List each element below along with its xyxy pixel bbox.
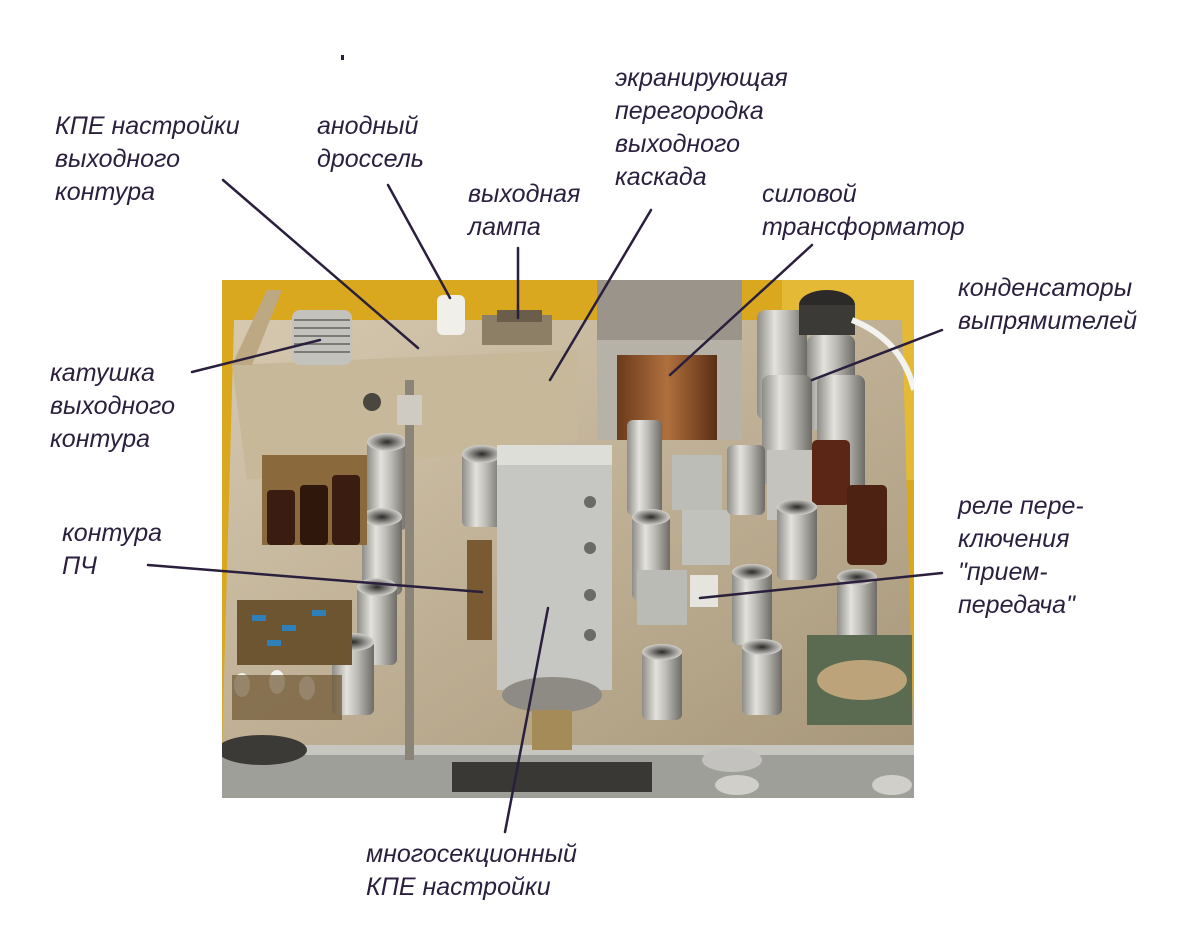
tube-shield xyxy=(367,433,407,530)
chassis-photo xyxy=(222,280,914,798)
tube-shield xyxy=(777,499,817,580)
label-line: экранирующая xyxy=(615,64,788,92)
label-line: выпрямителей xyxy=(958,307,1138,335)
label-line: контура xyxy=(50,425,151,453)
label-line: ключения xyxy=(958,525,1070,553)
label-line: лампа xyxy=(468,213,541,241)
tube-shield xyxy=(462,445,502,527)
label-line: выходная xyxy=(468,180,581,208)
label-multi-section-kpe: многосекционный КПЕ настройки xyxy=(366,838,577,904)
tube-shield xyxy=(727,445,765,515)
label-power-transformer: силовой трансформатор xyxy=(762,178,965,244)
tube-shield xyxy=(732,564,772,645)
label-if-circuits: контура ПЧ xyxy=(62,517,162,583)
label-line: конденсаторы xyxy=(958,274,1133,302)
label-line: перегородка xyxy=(615,97,764,125)
tube-shield xyxy=(627,420,662,515)
multi-section-capacitor xyxy=(497,445,612,690)
output-coil-part xyxy=(292,310,352,365)
label-line: реле пере- xyxy=(958,492,1084,520)
tube-shield xyxy=(742,639,782,715)
label-line: выходного xyxy=(50,392,175,420)
label-output-tube: выходная лампа xyxy=(468,178,580,244)
label-line: контура xyxy=(62,519,163,547)
label-line: многосекционный xyxy=(366,840,577,868)
label-kpe-output-tuning: КПЕ настройки выходного контура xyxy=(55,110,240,209)
tube-shield xyxy=(837,569,877,645)
label-anode-choke: анодный дроссель xyxy=(317,110,424,176)
label-line: контура xyxy=(55,178,156,206)
label-line: катушка xyxy=(50,359,155,387)
label-line: анодный xyxy=(317,112,419,140)
label-line: силовой xyxy=(762,180,857,208)
label-line: КПЕ настройки xyxy=(55,112,240,140)
label-line: трансформатор xyxy=(762,213,965,241)
relay-part xyxy=(690,575,718,607)
label-rectifier-capacitors: конденсаторы выпрямителей xyxy=(958,272,1137,338)
label-line: передача" xyxy=(958,591,1075,619)
label-line: дроссель xyxy=(317,145,424,173)
anode-choke-part xyxy=(437,295,465,335)
label-output-coil: катушка выходного контура xyxy=(50,357,175,456)
tube-shield xyxy=(642,644,682,720)
label-screen-partition: экранирующая перегородка выходного каска… xyxy=(615,62,788,194)
label-line: выходного xyxy=(55,145,180,173)
label-relay: реле пере- ключения "прием- передача" xyxy=(958,490,1084,622)
label-line: каскада xyxy=(615,163,707,191)
label-line: выходного xyxy=(615,130,740,158)
label-line: ПЧ xyxy=(62,552,97,580)
label-line: "прием- xyxy=(958,558,1048,586)
label-line: КПЕ настройки xyxy=(366,873,551,901)
